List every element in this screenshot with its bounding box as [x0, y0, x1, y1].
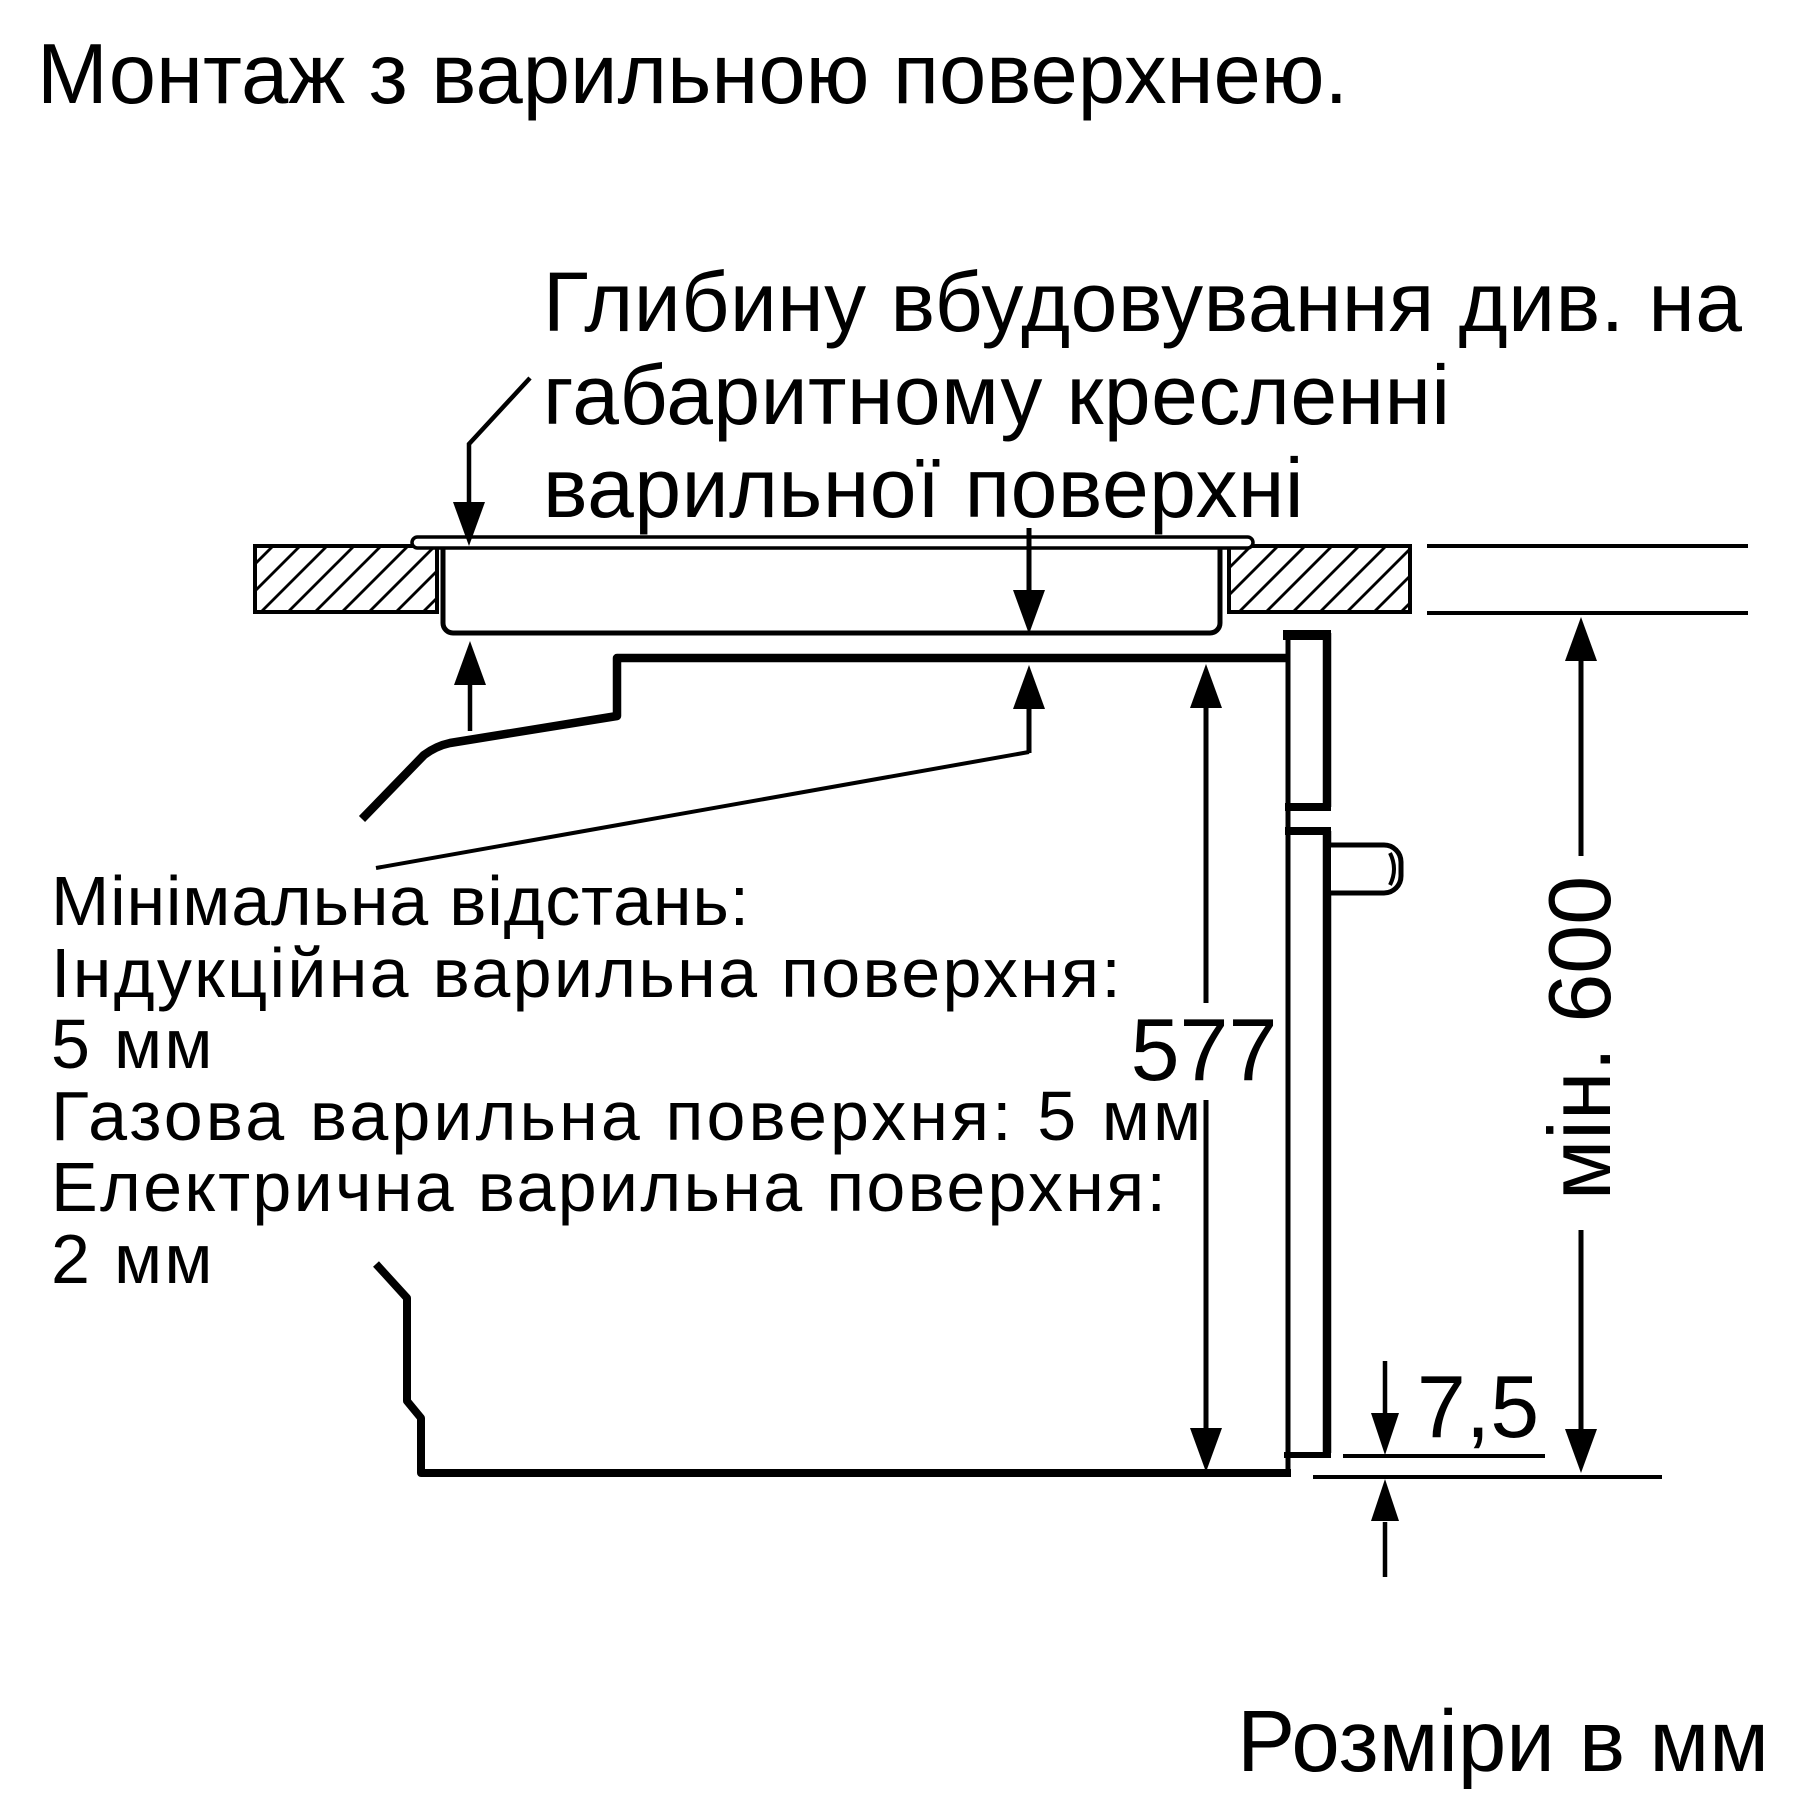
svg-text:2 мм: 2 мм: [51, 1220, 215, 1298]
svg-text:габаритному кресленні: габаритному кресленні: [543, 348, 1451, 442]
svg-text:Газова варильна поверхня: 5 мм: Газова варильна поверхня: 5 мм: [51, 1077, 1204, 1155]
svg-text:Індукційна варильна поверхня:: Індукційна варильна поверхня:: [51, 934, 1123, 1012]
svg-text:577: 577: [1131, 1000, 1278, 1099]
svg-text:Мінімальна відстань:: Мінімальна відстань:: [51, 862, 750, 940]
svg-text:Глибину вбудовування див. на: Глибину вбудовування див. на: [543, 255, 1742, 349]
svg-text:мін. 600: мін. 600: [1530, 876, 1629, 1200]
svg-text:варильної поверхні: варильної поверхні: [543, 441, 1304, 535]
svg-text:Розміри в мм: Розміри в мм: [1237, 1693, 1769, 1790]
svg-text:7,5: 7,5: [1417, 1357, 1539, 1456]
svg-text:Електрична варильна поверхня:: Електрична варильна поверхня:: [51, 1148, 1168, 1226]
svg-text:5 мм: 5 мм: [51, 1005, 215, 1083]
svg-text:Монтаж з варильною поверхнею.: Монтаж з варильною поверхнею.: [37, 27, 1348, 122]
